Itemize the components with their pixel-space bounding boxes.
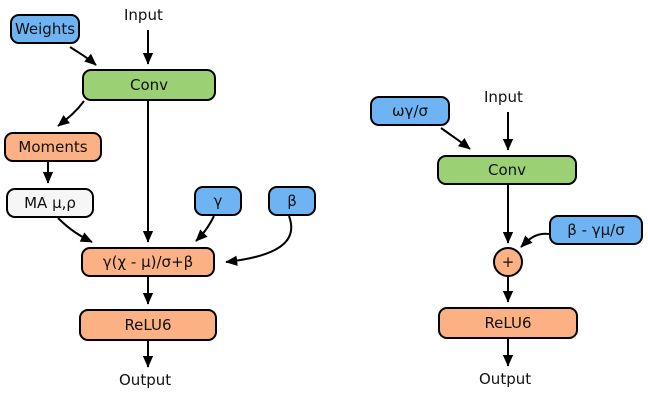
- edge-beta-to-bn: [225, 215, 293, 266]
- edge-bias-to-add: [520, 232, 550, 248]
- edge-weights-to-conv: [69, 46, 97, 66]
- node-gamma[interactable]: γ: [194, 186, 242, 216]
- input-label-right: Input: [484, 88, 523, 106]
- node-conv-left[interactable]: Conv: [82, 69, 216, 101]
- node-omega-gamma-sigma[interactable]: ωγ/σ: [370, 96, 450, 126]
- node-moving-average-label: MA μ,ρ: [24, 193, 76, 212]
- node-moments-label: Moments: [18, 137, 88, 156]
- node-conv-right[interactable]: Conv: [437, 155, 577, 185]
- node-beta[interactable]: β: [268, 186, 316, 216]
- output-label-right: Output: [479, 370, 532, 388]
- node-fused-bias-label: β - γμ/σ: [567, 220, 625, 239]
- node-fused-bias[interactable]: β - γμ/σ: [549, 215, 643, 245]
- node-conv-right-label: Conv: [487, 160, 527, 179]
- node-moments[interactable]: Moments: [4, 132, 102, 162]
- output-label-left: Output: [119, 371, 172, 389]
- node-add-operator-label: +: [501, 253, 515, 271]
- node-weights-label: Weights: [14, 19, 76, 38]
- node-relu6-right[interactable]: ReLU6: [438, 307, 578, 339]
- edge-omega-to-conv: [440, 127, 471, 150]
- node-omega-gamma-sigma-label: ωγ/σ: [392, 101, 428, 120]
- node-conv-left-label: Conv: [129, 75, 169, 94]
- input-label-left: Input: [124, 6, 163, 24]
- node-gamma-label: γ: [213, 191, 223, 210]
- edge-conv-to-moments: [57, 100, 85, 127]
- edge-gamma-to-bn: [195, 215, 215, 242]
- node-beta-label: β: [287, 191, 297, 210]
- node-add-operator[interactable]: +: [493, 247, 523, 277]
- edge-ma-to-bn: [57, 217, 93, 243]
- node-relu6-left[interactable]: ReLU6: [79, 309, 217, 341]
- node-batchnorm-formula-label: γ(χ - μ)/σ+β: [102, 252, 194, 271]
- node-relu6-left-label: ReLU6: [124, 315, 172, 334]
- node-batchnorm-formula[interactable]: γ(χ - μ)/σ+β: [81, 247, 215, 277]
- node-moving-average[interactable]: MA μ,ρ: [6, 188, 94, 218]
- node-relu6-right-label: ReLU6: [484, 313, 532, 332]
- node-weights[interactable]: Weights: [10, 14, 80, 44]
